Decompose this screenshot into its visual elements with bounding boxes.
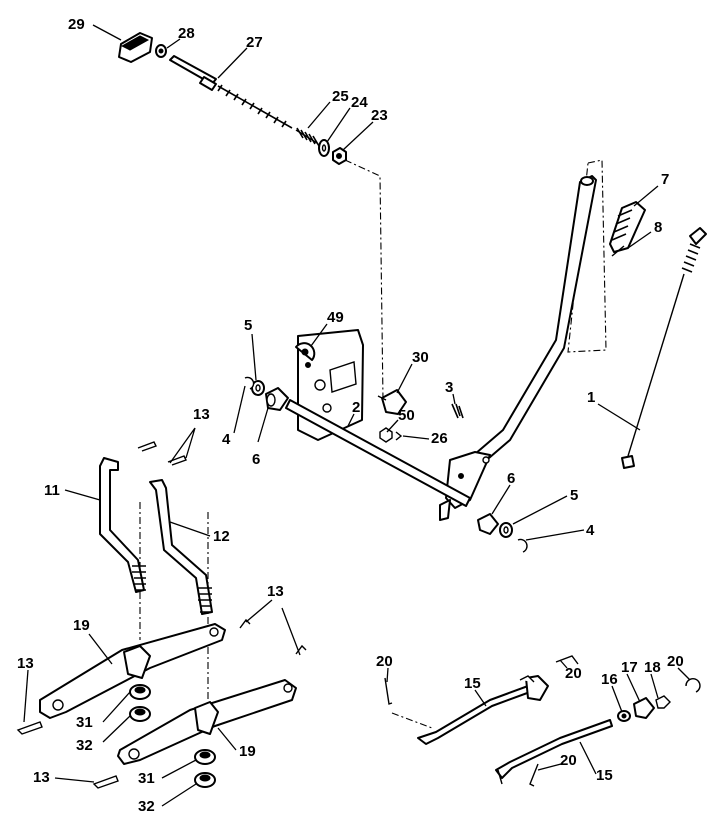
callout-15b: 15 xyxy=(596,767,613,784)
callout-4b: 4 xyxy=(586,522,595,539)
callout-31b: 31 xyxy=(138,770,155,787)
callout-13b: 13 xyxy=(267,583,284,600)
callout-1: 1 xyxy=(587,389,595,406)
hairpins-13-top xyxy=(137,441,187,466)
callout-13c: 13 xyxy=(17,655,34,672)
washer-5b xyxy=(499,522,513,538)
callout-20b: 20 xyxy=(565,665,582,682)
spring-25 xyxy=(295,127,320,147)
lift-shaft-2 xyxy=(285,399,471,507)
callout-30: 30 xyxy=(412,349,429,366)
leader-lines xyxy=(23,24,691,807)
nut-50 xyxy=(379,427,393,443)
rod-15a xyxy=(417,675,549,745)
callout-20c: 20 xyxy=(667,653,684,670)
callout-4a: 4 xyxy=(222,431,231,448)
clip-4b xyxy=(517,538,528,553)
callout-15a: 15 xyxy=(464,675,481,692)
lift-handle xyxy=(439,175,597,521)
callout-32b: 32 xyxy=(138,798,155,815)
callout-labels: 29 28 27 25 24 23 7 8 5 49 30 3 13 4 6 2… xyxy=(17,16,684,815)
callout-12: 12 xyxy=(213,528,230,545)
knob-29 xyxy=(118,32,153,63)
trunnion-17 xyxy=(633,697,655,719)
lift-arm-19b xyxy=(117,679,297,765)
callout-8: 8 xyxy=(654,219,662,236)
callout-13a: 13 xyxy=(193,406,210,423)
grip-7 xyxy=(609,201,646,253)
pin-8 xyxy=(611,245,625,257)
washer-28 xyxy=(155,44,167,58)
callout-5b: 5 xyxy=(570,487,578,504)
callout-23: 23 xyxy=(371,107,388,124)
nut-16 xyxy=(617,710,631,722)
bushing-31a xyxy=(129,684,151,700)
callout-28: 28 xyxy=(178,25,195,42)
cable-1 xyxy=(621,227,707,469)
nut-23 xyxy=(332,147,347,165)
spring-3 xyxy=(451,403,464,419)
nut-18 xyxy=(655,695,671,709)
callout-13d: 13 xyxy=(33,769,50,786)
callout-5a: 5 xyxy=(244,317,252,334)
callout-2: 2 xyxy=(352,399,360,416)
bushing-6a xyxy=(265,387,289,411)
callout-18: 18 xyxy=(644,659,661,676)
callout-6b: 6 xyxy=(507,470,515,487)
callout-29: 29 xyxy=(68,16,85,33)
lift-arm-19a xyxy=(39,623,226,719)
bushing-32b xyxy=(194,772,216,788)
clip-4a xyxy=(244,376,255,390)
callout-20d: 20 xyxy=(560,752,577,769)
adjustment-rod-27 xyxy=(169,55,293,129)
callout-26: 26 xyxy=(431,430,448,447)
lift-link-12 xyxy=(149,479,213,615)
washer-24 xyxy=(318,139,330,157)
bushing-31b xyxy=(194,749,216,765)
ferrule-30 xyxy=(377,389,407,415)
bushing-32a xyxy=(129,706,151,722)
callout-19a: 19 xyxy=(73,617,90,634)
rod-15b xyxy=(495,719,613,785)
bushing-6b xyxy=(477,513,499,535)
lift-link-11 xyxy=(99,457,146,593)
callout-24: 24 xyxy=(351,94,368,111)
callout-49: 49 xyxy=(327,309,344,326)
callout-31a: 31 xyxy=(76,714,93,731)
callout-17: 17 xyxy=(621,659,638,676)
callout-6a: 6 xyxy=(252,451,260,468)
callout-3: 3 xyxy=(445,379,453,396)
callout-50: 50 xyxy=(398,407,415,424)
callout-20a: 20 xyxy=(376,653,393,670)
callout-27: 27 xyxy=(246,34,263,51)
washer-49 xyxy=(295,342,316,361)
callout-7: 7 xyxy=(661,171,669,188)
callout-19b: 19 xyxy=(239,743,256,760)
callout-25: 25 xyxy=(332,88,349,105)
callout-11: 11 xyxy=(44,482,60,499)
callout-32a: 32 xyxy=(76,737,93,754)
pin-26 xyxy=(395,431,403,441)
callout-16: 16 xyxy=(601,671,618,688)
